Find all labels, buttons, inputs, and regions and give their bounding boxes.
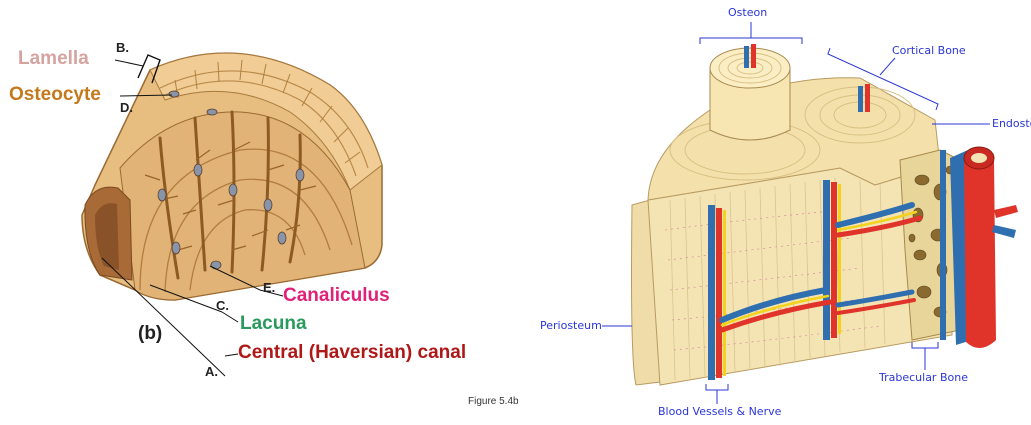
letter-e: E. [263,280,275,295]
trabecular-bone-label: Trabecular Bone [879,371,968,384]
panel-tag-b: (b) [138,323,162,345]
compact-bone-illustration [540,0,1031,425]
cortical-bone-label: Cortical Bone [892,44,966,57]
osteocyte-label: Osteocyte [9,84,101,106]
osteon-label: Osteon [728,6,767,19]
periosteum-label: Periosteum [540,319,602,332]
lacuna-label: Lacuna [240,313,307,335]
letter-d: D. [120,100,133,115]
compact-bone-panel: Osteon Cortical Bone Endosteum Periosteu… [540,0,1031,425]
osteon-wedge-panel: Lamella B. Osteocyte D. E. Canaliculus C… [0,0,540,425]
figure-caption: Figure 5.4b [468,396,519,407]
letter-b: B. [116,40,129,55]
lamella-label: Lamella [18,48,89,70]
letter-a: A. [205,364,218,379]
central-canal-label: Central (Haversian) canal [238,342,466,364]
canaliculus-label: Canaliculus [283,285,390,307]
letter-c: C. [216,298,229,313]
endosteum-label: Endosteum [992,117,1031,130]
blood-vessels-nerve-label: Blood Vessels & Nerve [658,405,781,418]
